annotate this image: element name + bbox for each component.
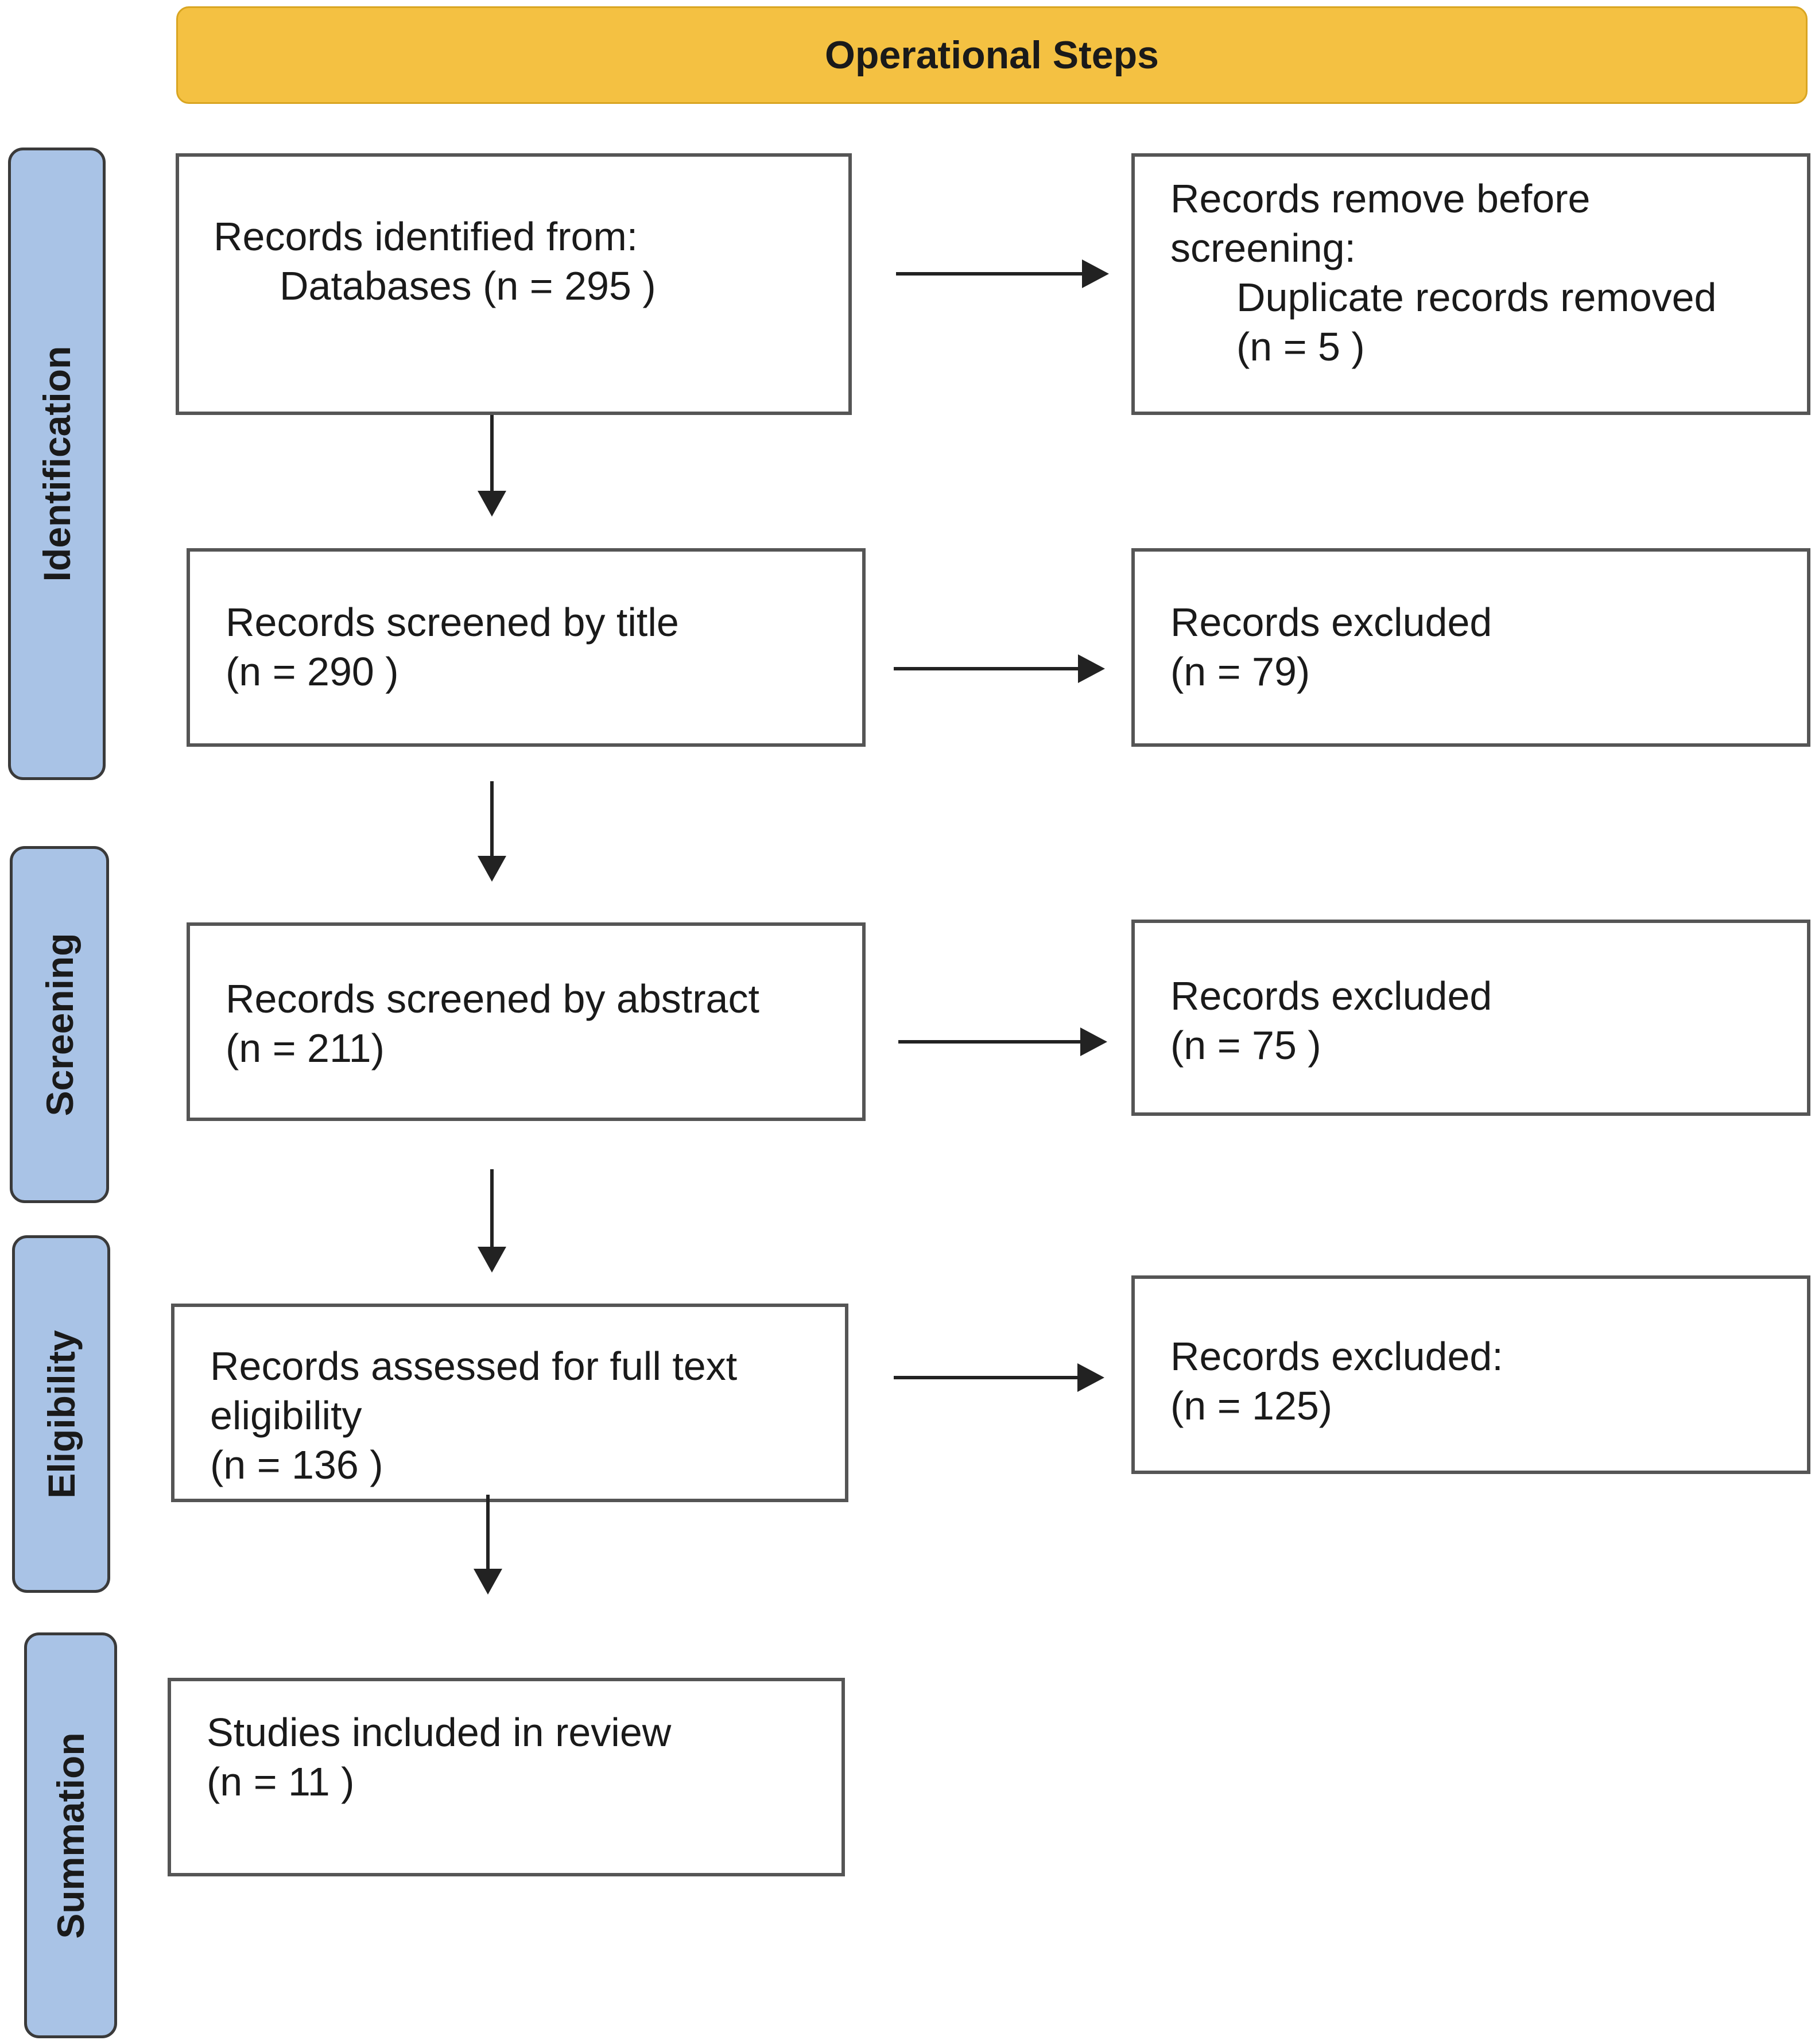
phase-screening: Screening: [10, 846, 109, 1203]
box-excluded-abstract: Records excluded (n = 75 ): [1131, 920, 1810, 1116]
included-line2: (n = 11 ): [207, 1759, 355, 1804]
box-screened-by-abstract: Records screened by abstract (n = 211): [187, 922, 866, 1121]
excluded-abstract-line2: (n = 75 ): [1170, 1023, 1321, 1068]
excluded-title-line2: (n = 79): [1170, 649, 1310, 694]
removed-line2: screening:: [1170, 226, 1356, 270]
excluded-full-line1: Records excluded:: [1170, 1334, 1503, 1379]
arrow-identified-to-title: [478, 415, 506, 517]
phase-eligibility: Eligibility: [12, 1235, 110, 1593]
arrow-identified-to-removed: [896, 259, 1109, 288]
arrow-assessed-to-excluded: [894, 1363, 1104, 1392]
arrow-assessed-to-included: [474, 1495, 502, 1595]
operational-steps-header: Operational Steps: [176, 6, 1808, 104]
excluded-title-line1: Records excluded: [1170, 600, 1492, 645]
screened-abstract-line2: (n = 211): [226, 1026, 385, 1071]
header-title: Operational Steps: [825, 33, 1159, 77]
box-studies-included: Studies included in review (n = 11 ): [168, 1678, 845, 1876]
excluded-abstract-line1: Records excluded: [1170, 973, 1492, 1018]
arrow-title-to-excluded: [894, 654, 1105, 683]
box-excluded-title: Records excluded (n = 79): [1131, 548, 1810, 747]
box-records-identified: Records identified from: Databases (n = …: [176, 153, 852, 415]
assessed-line3: (n = 136 ): [210, 1442, 383, 1487]
arrow-abstract-to-assessed: [478, 1169, 506, 1273]
identified-line2: Databases (n = 295 ): [280, 263, 656, 308]
box-records-removed: Records remove before screening: Duplica…: [1131, 153, 1810, 415]
screened-title-line2: (n = 290 ): [226, 649, 399, 694]
screened-abstract-line1: Records screened by abstract: [226, 976, 759, 1021]
excluded-full-line2: (n = 125): [1170, 1383, 1333, 1428]
assessed-line1: Records assessed for full text: [210, 1344, 738, 1388]
included-line1: Studies included in review: [207, 1710, 672, 1755]
removed-line1: Records remove before: [1170, 176, 1591, 221]
screened-title-line1: Records screened by title: [226, 600, 679, 645]
removed-line4: (n = 5 ): [1236, 324, 1365, 369]
box-excluded-full-text: Records excluded: (n = 125): [1131, 1275, 1810, 1474]
arrow-title-to-abstract: [478, 781, 506, 882]
arrow-abstract-to-excluded: [898, 1027, 1107, 1056]
removed-line3: Duplicate records removed: [1236, 275, 1717, 320]
phase-identification: Identification: [8, 148, 106, 780]
assessed-line2: eligibility: [210, 1393, 362, 1438]
phase-summation: Summation: [24, 1632, 117, 2038]
box-assessed-full-text: Records assessed for full text eligibili…: [171, 1304, 848, 1502]
box-screened-by-title: Records screened by title (n = 290 ): [187, 548, 866, 747]
identified-line1: Records identified from:: [214, 214, 638, 259]
